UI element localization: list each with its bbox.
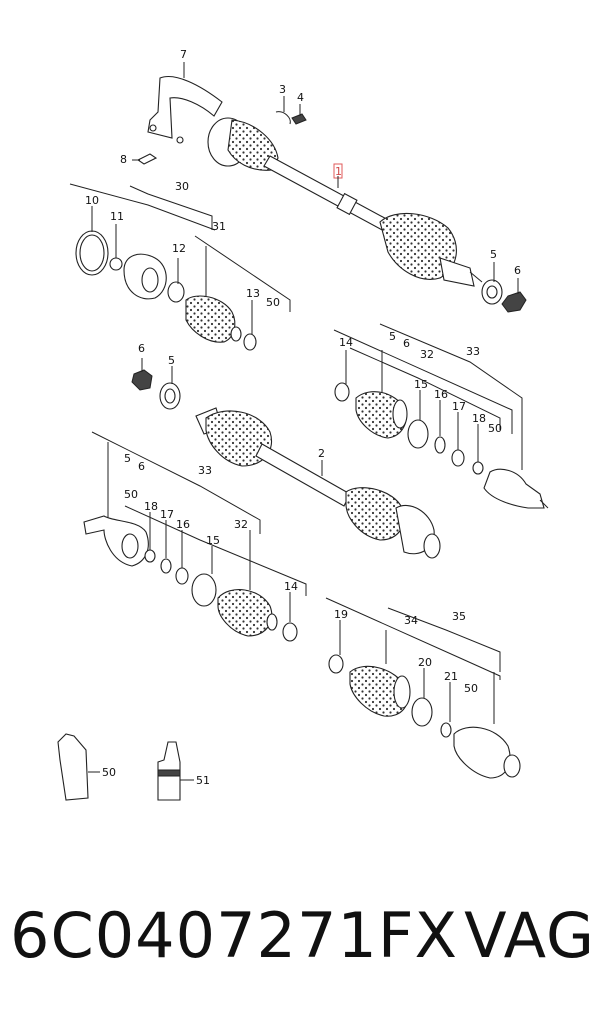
clip-3 — [275, 111, 291, 125]
sealant-bottle-51 — [157, 741, 194, 801]
outer-joint-33 — [483, 468, 545, 509]
callout-34: 34 — [404, 614, 418, 627]
callout-31: 31 — [212, 220, 226, 233]
callout-4: 4 — [297, 91, 304, 104]
callout-5-top: 5 — [490, 248, 497, 261]
nut-6-top — [501, 291, 527, 313]
callout-18-a: 18 — [472, 412, 486, 425]
callout-18-b: 18 — [144, 500, 158, 513]
boot-34 — [349, 665, 409, 717]
callout-13: 13 — [246, 287, 260, 300]
callout-3: 3 — [279, 83, 286, 96]
callout-50-b: 50 — [488, 422, 502, 435]
ring-17-top — [451, 449, 465, 467]
callout-5-mid: 5 — [168, 354, 175, 367]
callout-5-b: 5 — [389, 330, 396, 343]
brand-name: VAG — [464, 898, 595, 972]
callout-6-mid: 6 — [138, 342, 145, 355]
callout-14-b: 14 — [284, 580, 298, 593]
callout-32-b: 32 — [234, 518, 248, 531]
callout-15-a: 15 — [414, 378, 428, 391]
clamp-15-top — [407, 419, 429, 449]
clamp-19 — [328, 654, 344, 674]
shaft-top — [263, 155, 393, 233]
callout-1: 1 — [335, 165, 342, 178]
callout-7: 7 — [180, 48, 187, 61]
exploded-parts-diagram: 7 3 4 8 1 30 10 11 31 12 5 6 13 50 5 6 1… — [57, 48, 549, 801]
clamp-15-lower — [191, 573, 217, 607]
clamp-14-lower — [282, 622, 298, 642]
callout-11: 11 — [110, 210, 124, 223]
boot-32-lower — [217, 589, 273, 637]
clamp-13 — [243, 333, 257, 351]
callout-35: 35 — [452, 610, 466, 623]
callout-8: 8 — [120, 153, 127, 166]
callout-labels: 7 3 4 8 1 30 10 11 31 12 5 6 13 50 5 6 1… — [85, 48, 521, 787]
outer-joint-35 — [453, 726, 511, 779]
callout-6-top: 6 — [514, 264, 521, 277]
bolt-8 — [136, 153, 158, 165]
boot-32-top — [355, 391, 407, 439]
repair-set-left — [69, 183, 291, 351]
ring-16-lower — [175, 567, 189, 585]
inner-boot-mid — [345, 487, 405, 541]
grease-tube-50 — [57, 733, 100, 801]
inner-joint-lower — [83, 515, 149, 567]
circlip-18-top — [472, 461, 484, 475]
ring-17-lower — [160, 558, 172, 574]
circlip-11 — [109, 257, 123, 271]
callout-32-a: 32 — [420, 348, 434, 361]
callout-17-a: 17 — [452, 400, 466, 413]
part-number: 6C0407271FX — [10, 898, 458, 972]
callout-50-d: 50 — [464, 682, 478, 695]
outer-boot-top — [379, 212, 457, 280]
nut-6-mid — [131, 369, 153, 391]
driveshaft-top — [132, 76, 527, 313]
clamp-20 — [411, 697, 433, 727]
leader-lines — [91, 62, 519, 722]
callout-51: 51 — [196, 774, 210, 787]
clamp-14-top — [334, 382, 350, 402]
ring-16-top — [434, 436, 446, 454]
callout-50-c: 50 — [124, 488, 138, 501]
callout-14-a: 14 — [339, 336, 353, 349]
callout-50-a: 50 — [266, 296, 280, 309]
driveshaft-middle — [195, 407, 441, 559]
callout-19: 19 — [334, 608, 348, 621]
callout-5-c: 5 — [124, 452, 131, 465]
callout-33-a: 33 — [466, 345, 480, 358]
callout-20: 20 — [418, 656, 432, 669]
callout-2: 2 — [318, 447, 325, 460]
callout-16-b: 16 — [176, 518, 190, 531]
circlip-21 — [440, 722, 452, 738]
part-caption: 6C0407271FX VAG — [10, 895, 595, 975]
callout-33-b: 33 — [198, 464, 212, 477]
repair-set-left-lower — [83, 431, 307, 642]
repair-set-right-lower — [325, 597, 521, 779]
heat-shield — [147, 76, 223, 139]
callout-17-b: 17 — [160, 508, 174, 521]
callout-15-b: 15 — [206, 534, 220, 547]
circlip-18-lower — [144, 549, 156, 563]
repair-set-right-upper — [333, 323, 549, 509]
bolt-4 — [291, 113, 307, 125]
boot-31 — [185, 295, 236, 343]
callout-16-a: 16 — [434, 388, 448, 401]
callout-50-e: 50 — [102, 766, 116, 779]
shaft-mid — [255, 443, 351, 507]
callout-10: 10 — [85, 194, 99, 207]
callout-12: 12 — [172, 242, 186, 255]
callout-6-b: 6 — [403, 337, 410, 350]
callout-6-c: 6 — [138, 460, 145, 473]
callout-30: 30 — [175, 180, 189, 193]
clamp-12 — [167, 281, 185, 303]
callout-21: 21 — [444, 670, 458, 683]
